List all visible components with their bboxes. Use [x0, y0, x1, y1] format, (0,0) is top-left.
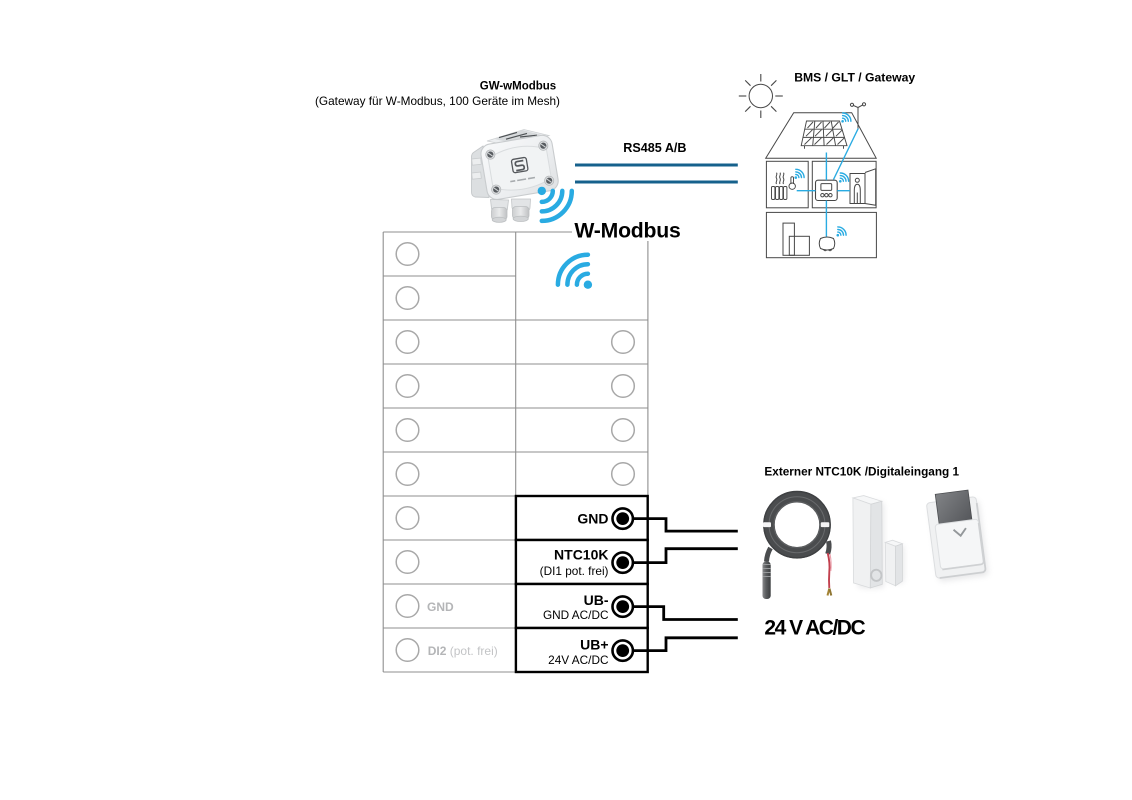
svg-text:W-Modbus: W-Modbus	[574, 220, 680, 243]
svg-text:24 V AC/DC: 24 V AC/DC	[764, 616, 865, 639]
svg-text:24V AC/DC: 24V AC/DC	[548, 653, 609, 667]
svg-text:RS485 A/B: RS485 A/B	[623, 141, 686, 155]
svg-text:GW-wModbus: GW-wModbus	[480, 81, 556, 93]
svg-text:UB-: UB-	[584, 592, 609, 608]
svg-text:(DI1 pot. frei): (DI1 pot. frei)	[540, 564, 609, 578]
svg-text:(Gateway für W-Modbus, 100 Ger: (Gateway für W-Modbus, 100 Geräte im Mes…	[315, 94, 560, 108]
svg-text:NTC10K: NTC10K	[554, 547, 608, 563]
svg-text:GND AC/DC: GND AC/DC	[543, 608, 609, 622]
svg-text:Externer NTC10K /Digitaleingan: Externer NTC10K /Digitaleingang 1	[764, 464, 959, 478]
svg-text:GND: GND	[427, 600, 454, 614]
svg-text:UB+: UB+	[580, 636, 608, 652]
svg-text:GND: GND	[577, 510, 608, 526]
svg-text:DI2 (pot. frei): DI2 (pot. frei)	[428, 644, 498, 658]
svg-text:BMS / GLT / Gateway: BMS / GLT / Gateway	[794, 71, 915, 85]
